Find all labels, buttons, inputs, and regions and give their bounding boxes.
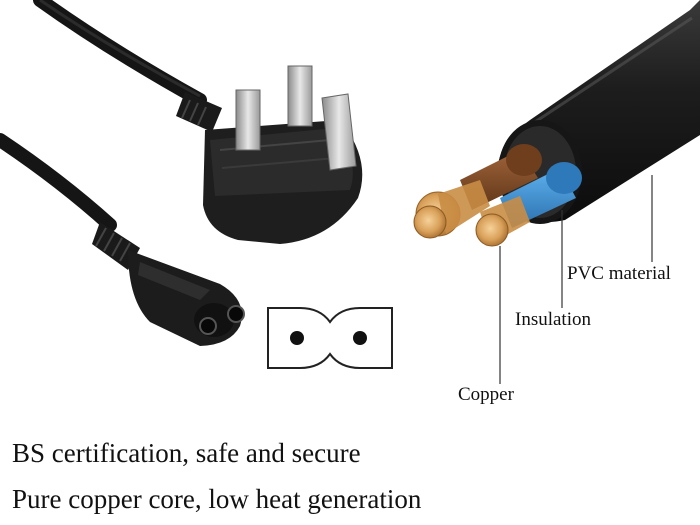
feature-text-certification: BS certification, safe and secure: [12, 438, 361, 468]
uk-plug: [203, 65, 363, 244]
pvc-material-label: PVC material: [567, 263, 671, 284]
insulation-label: Insulation: [515, 309, 591, 330]
figure-8-outline-icon: [267, 307, 393, 369]
copper-label: Copper: [458, 384, 514, 405]
figure-8-connector: [128, 250, 245, 346]
callout-leader-lines: [499, 175, 653, 384]
cable-cross-section: [413, 0, 700, 247]
feature-text-copper-core: Pure copper core, low heat generation: [12, 484, 422, 514]
figure-8-connector-cable: [0, 133, 140, 270]
uk-plug-cable: [33, 0, 222, 132]
